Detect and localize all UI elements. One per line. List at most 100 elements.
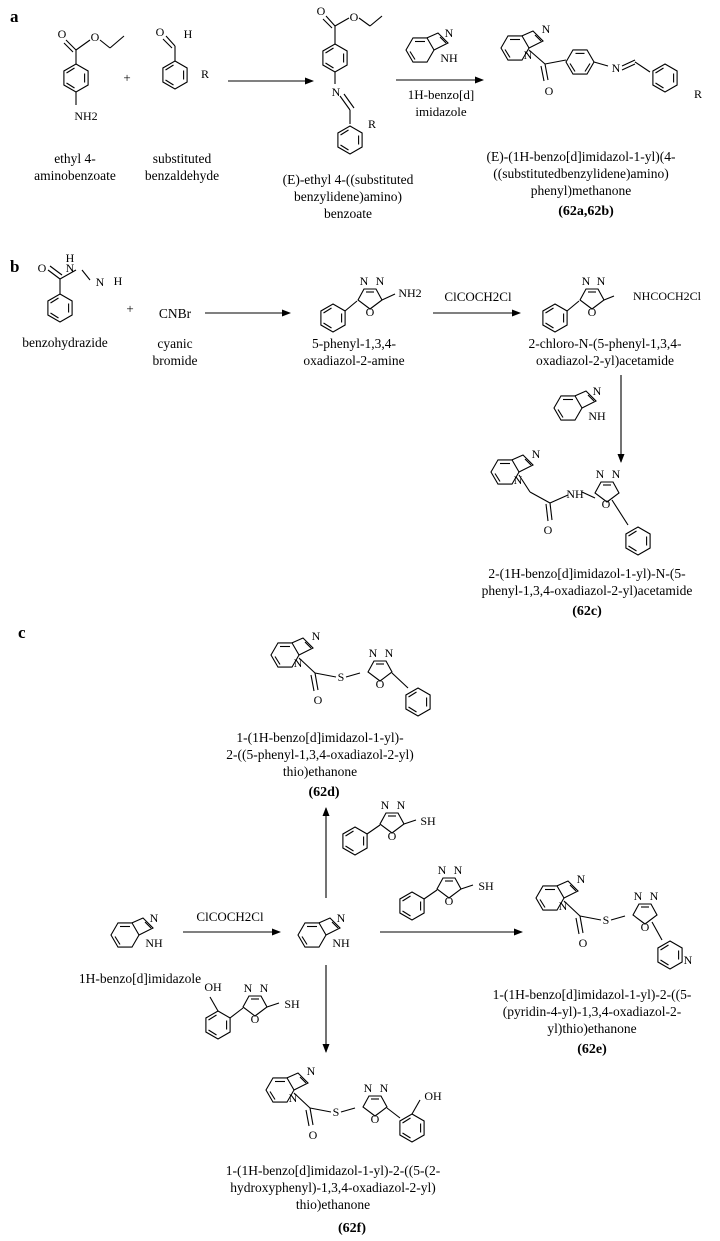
label-imine-2: benzylidene)amino) [294, 189, 402, 204]
label-62d-3: thio)ethanone [283, 764, 357, 779]
svg-text:O: O [317, 4, 326, 18]
svg-text:N: N [612, 61, 621, 75]
svg-text:N: N [532, 447, 541, 461]
svg-text:N: N [360, 274, 369, 288]
panel-label-b: b [10, 257, 19, 276]
svg-text:R: R [694, 87, 702, 101]
svg-text:N: N [582, 274, 591, 288]
label-62f-1: 1-(1H-benzo[d]imidazol-1-yl)-2-((5-(2- [226, 1163, 441, 1178]
svg-text:O: O [602, 497, 611, 511]
svg-text:O: O [371, 1112, 380, 1126]
label-62f-3: thio)ethanone [296, 1197, 370, 1212]
svg-text:N: N [307, 1064, 316, 1078]
svg-text:N: N [559, 899, 568, 913]
svg-text:NH: NH [566, 487, 584, 501]
svg-text:NH: NH [588, 409, 606, 423]
svg-text:N: N [397, 798, 406, 812]
label-chloro-acetamide-2: oxadiazol-2-yl)acetamide [536, 353, 674, 368]
svg-text:N: N [454, 863, 463, 877]
label-chloro-acetamide-1: 2-chloro-N-(5-phenyl-1,3,4- [529, 336, 682, 351]
svg-text:O: O [579, 936, 588, 950]
label-62e-1: 1-(1H-benzo[d]imidazol-1-yl)-2-((5- [493, 987, 692, 1002]
plus-sign-a: + [123, 70, 130, 85]
reagent-a-1: 1H-benzo[d] [408, 87, 474, 102]
svg-text:N: N [332, 85, 341, 99]
svg-text:N: N [260, 981, 269, 995]
label-cyanic: cyanic [157, 336, 192, 351]
svg-text:N: N [364, 1081, 373, 1095]
svg-text:O: O [641, 920, 650, 934]
label-ethyl-aminobenzoate-2: aminobenzoate [34, 168, 116, 183]
svg-text:NH2: NH2 [398, 286, 421, 300]
svg-text:R: R [201, 67, 209, 81]
compound-code-62f: (62f) [338, 1221, 366, 1236]
structure-benzohydrazide: O H N N H [38, 251, 123, 323]
svg-text:N: N [369, 646, 378, 660]
svg-text:O: O [376, 677, 385, 691]
svg-text:N: N [438, 863, 447, 877]
svg-text:R: R [368, 117, 376, 131]
label-oxadiazol-amine-2: oxadiazol-2-amine [303, 353, 404, 368]
svg-text:O: O [91, 30, 100, 44]
svg-text:O: O [445, 894, 454, 908]
structure-product-62e: N N O S N N O N [535, 872, 693, 970]
svg-text:N: N [385, 646, 394, 660]
svg-text:N: N [337, 911, 346, 925]
svg-text:N: N [593, 384, 602, 398]
svg-text:N: N [684, 953, 693, 967]
label-benzaldehyde-1: substituted [153, 151, 212, 166]
svg-text:H: H [114, 274, 123, 288]
svg-text:N: N [542, 22, 551, 36]
svg-text:N: N [597, 274, 606, 288]
reagent-c: ClCOCH2Cl [196, 909, 264, 924]
svg-text:N: N [244, 981, 253, 995]
svg-text:OH: OH [424, 1089, 442, 1103]
compound-code-62ab: (62a,62b) [558, 204, 614, 219]
svg-text:O: O [156, 25, 165, 39]
svg-text:O: O [544, 523, 553, 537]
label-bromide: bromide [153, 353, 198, 368]
label-62ab-1: (E)-(1H-benzo[d]imidazol-1-yl)(4- [487, 149, 676, 164]
structure-benzimidazole-reagent-b: N NH [553, 384, 606, 423]
svg-text:N: N [577, 872, 586, 886]
svg-text:N: N [294, 656, 303, 670]
svg-text:N: N [66, 261, 75, 275]
svg-text:NH2: NH2 [74, 109, 97, 123]
label-imine-3: benzoate [324, 206, 372, 221]
svg-text:N: N [596, 467, 605, 481]
svg-text:N: N [634, 889, 643, 903]
svg-text:NH: NH [440, 51, 458, 65]
structure-product-62f: N N O S N N O OH [265, 1064, 442, 1143]
svg-text:SH: SH [420, 814, 436, 828]
svg-text:O: O [388, 829, 397, 843]
structure-chloro-acetamide: N N O NHCOCH2Cl [542, 274, 702, 333]
structure-substituted-benzaldehyde: O H R [156, 25, 209, 90]
label-62c-1: 2-(1H-benzo[d]imidazol-1-yl)-N-(5- [488, 566, 686, 581]
structure-reagent-phenyl-oxadiazole-thiol-d: N N O SH [342, 798, 436, 856]
svg-text:N: N [150, 911, 159, 925]
svg-text:N: N [376, 274, 385, 288]
label-ethyl-aminobenzoate-1: ethyl 4- [54, 151, 96, 166]
label-benzohydrazide: benzohydrazide [22, 335, 107, 350]
label-benzimidazole-start: 1H-benzo[d]imidazole [79, 971, 201, 986]
svg-text:N: N [445, 26, 454, 40]
label-62d-1: 1-(1H-benzo[d]imidazol-1-yl)- [236, 730, 404, 745]
structure-product-62d: N N O S N N O [270, 629, 431, 717]
label-62f-2: hydroxyphenyl)-1,3,4-oxadiazol-2-yl) [230, 1180, 435, 1195]
label-62d-2: 2-((5-phenyl-1,3,4-oxadiazol-2-yl) [226, 747, 413, 762]
svg-text:H: H [184, 27, 193, 41]
svg-text:N: N [381, 798, 390, 812]
svg-text:N: N [612, 467, 621, 481]
svg-text:O: O [58, 27, 67, 41]
compound-code-62c: (62c) [572, 604, 602, 619]
compound-code-62e: (62e) [577, 1042, 607, 1057]
svg-text:OH: OH [204, 980, 222, 994]
svg-text:N: N [524, 48, 533, 62]
svg-text:S: S [338, 670, 345, 684]
svg-text:N: N [650, 889, 659, 903]
svg-text:H: H [66, 251, 75, 265]
svg-text:S: S [333, 1105, 340, 1119]
svg-text:SH: SH [478, 879, 494, 893]
svg-text:O: O [309, 1128, 318, 1142]
